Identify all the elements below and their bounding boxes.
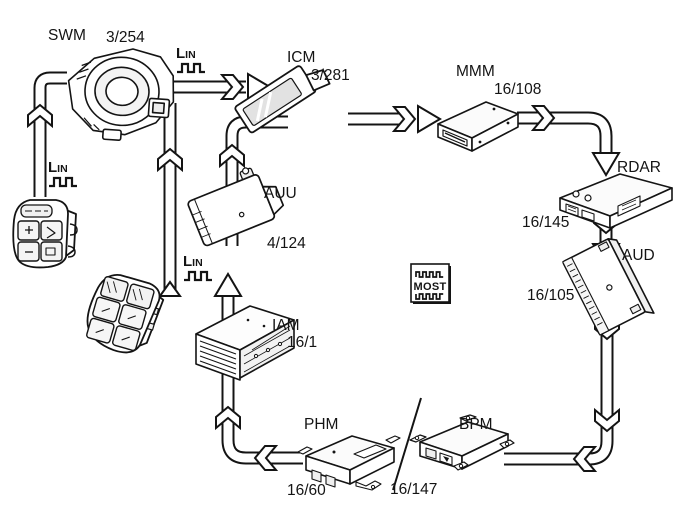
swm-code-label: 3/254 xyxy=(106,29,145,46)
flow-chevron-icon xyxy=(572,446,598,472)
aud-module-illustration xyxy=(562,237,655,336)
iam-module-illustration xyxy=(195,305,295,381)
lin-badge-label: LIN xyxy=(176,45,196,62)
rdar-module-illustration xyxy=(559,173,673,229)
iam-code-label: 16/1 xyxy=(287,334,317,351)
swm-module-illustration xyxy=(67,48,175,142)
icm-module-illustration xyxy=(234,65,331,134)
swm-hatch xyxy=(76,61,92,80)
rdar-code-label: 16/145 xyxy=(522,214,569,231)
rdar-name-label: RDAR xyxy=(617,159,661,176)
iam-vents xyxy=(199,340,237,375)
square-button-glyph xyxy=(45,247,56,256)
icm-name-label: ICM xyxy=(287,49,315,66)
flow-chevron-icon xyxy=(391,106,417,132)
connector-most-mmm-to-rdar xyxy=(517,105,621,177)
connector-most-icm-to-mmm xyxy=(348,104,442,134)
lin-bus-badge-1: LIN xyxy=(48,159,77,188)
flow-chevron-icon xyxy=(530,105,556,131)
lin-bus-badge-2: LIN xyxy=(183,253,212,282)
phm-name-label: PHM xyxy=(304,416,338,433)
most-wave-top xyxy=(415,271,444,278)
flow-chevron-icon xyxy=(219,74,245,100)
flow-chevron-icon xyxy=(27,103,53,129)
arrowhead-icon xyxy=(417,104,442,134)
lin-badge-layer: LIN LIN LIN xyxy=(48,45,212,282)
arrowhead-icon xyxy=(213,272,243,297)
mmm-name-label: MMM xyxy=(456,63,495,80)
lin-bus-badge-0: LIN xyxy=(176,45,205,74)
aud-code-label: 16/105 xyxy=(527,287,574,304)
mmm-module-illustration xyxy=(437,101,519,152)
lin-waveform-icon xyxy=(184,270,212,282)
auu-code-label: 4/124 xyxy=(267,235,306,252)
phm-module-illustration xyxy=(297,435,401,491)
flow-chevron-icon xyxy=(594,407,620,433)
connector-lin-left-keypad-to-swm xyxy=(27,71,67,197)
arrow-tail-notch xyxy=(158,280,182,297)
left-keypad-illustration xyxy=(12,199,78,269)
flow-chevron-icon xyxy=(253,445,279,471)
icm-code-label: 3/281 xyxy=(311,67,350,84)
connector-most-phm-to-iam xyxy=(215,372,303,471)
lin-badge-label: LIN xyxy=(183,253,203,270)
connector-lin-right-keypad-to-swm xyxy=(157,103,183,297)
flow-chevron-icon xyxy=(157,147,183,173)
auu-name-label: AUU xyxy=(264,185,297,202)
lin-waveform-icon xyxy=(177,62,205,74)
connector-most-iam-to-auu xyxy=(213,272,243,320)
flow-chevron-icon xyxy=(215,405,241,431)
aud-name-label: AUD xyxy=(622,247,655,264)
iam-name-label: IAM xyxy=(272,317,300,334)
bpm-module-illustration xyxy=(409,414,515,471)
most-network-badge: MOST xyxy=(410,263,451,304)
phm-code-label: 16/60 xyxy=(287,482,326,499)
mmm-code-label: 16/108 xyxy=(494,81,541,98)
swm-name-label: SWM xyxy=(48,27,86,44)
most-badge-label: MOST xyxy=(414,281,447,293)
arrow-button-glyph xyxy=(46,226,56,239)
auu-module-illustration xyxy=(187,167,285,247)
bpm-code-label: 16/147 xyxy=(390,481,437,498)
arrowhead-icon xyxy=(591,152,621,177)
alternative-divider-slash xyxy=(392,397,422,491)
lin-waveform-icon xyxy=(49,176,77,188)
most-wave-bottom xyxy=(415,293,444,300)
connector-most-aud-to-bpm xyxy=(504,315,620,472)
right-keypad-illustration xyxy=(86,273,165,354)
bpm-name-label: BPM xyxy=(459,416,493,433)
flow-chevron-icon xyxy=(219,143,245,169)
plus-button-glyph xyxy=(25,226,33,234)
lin-badge-label: LIN xyxy=(48,159,68,176)
